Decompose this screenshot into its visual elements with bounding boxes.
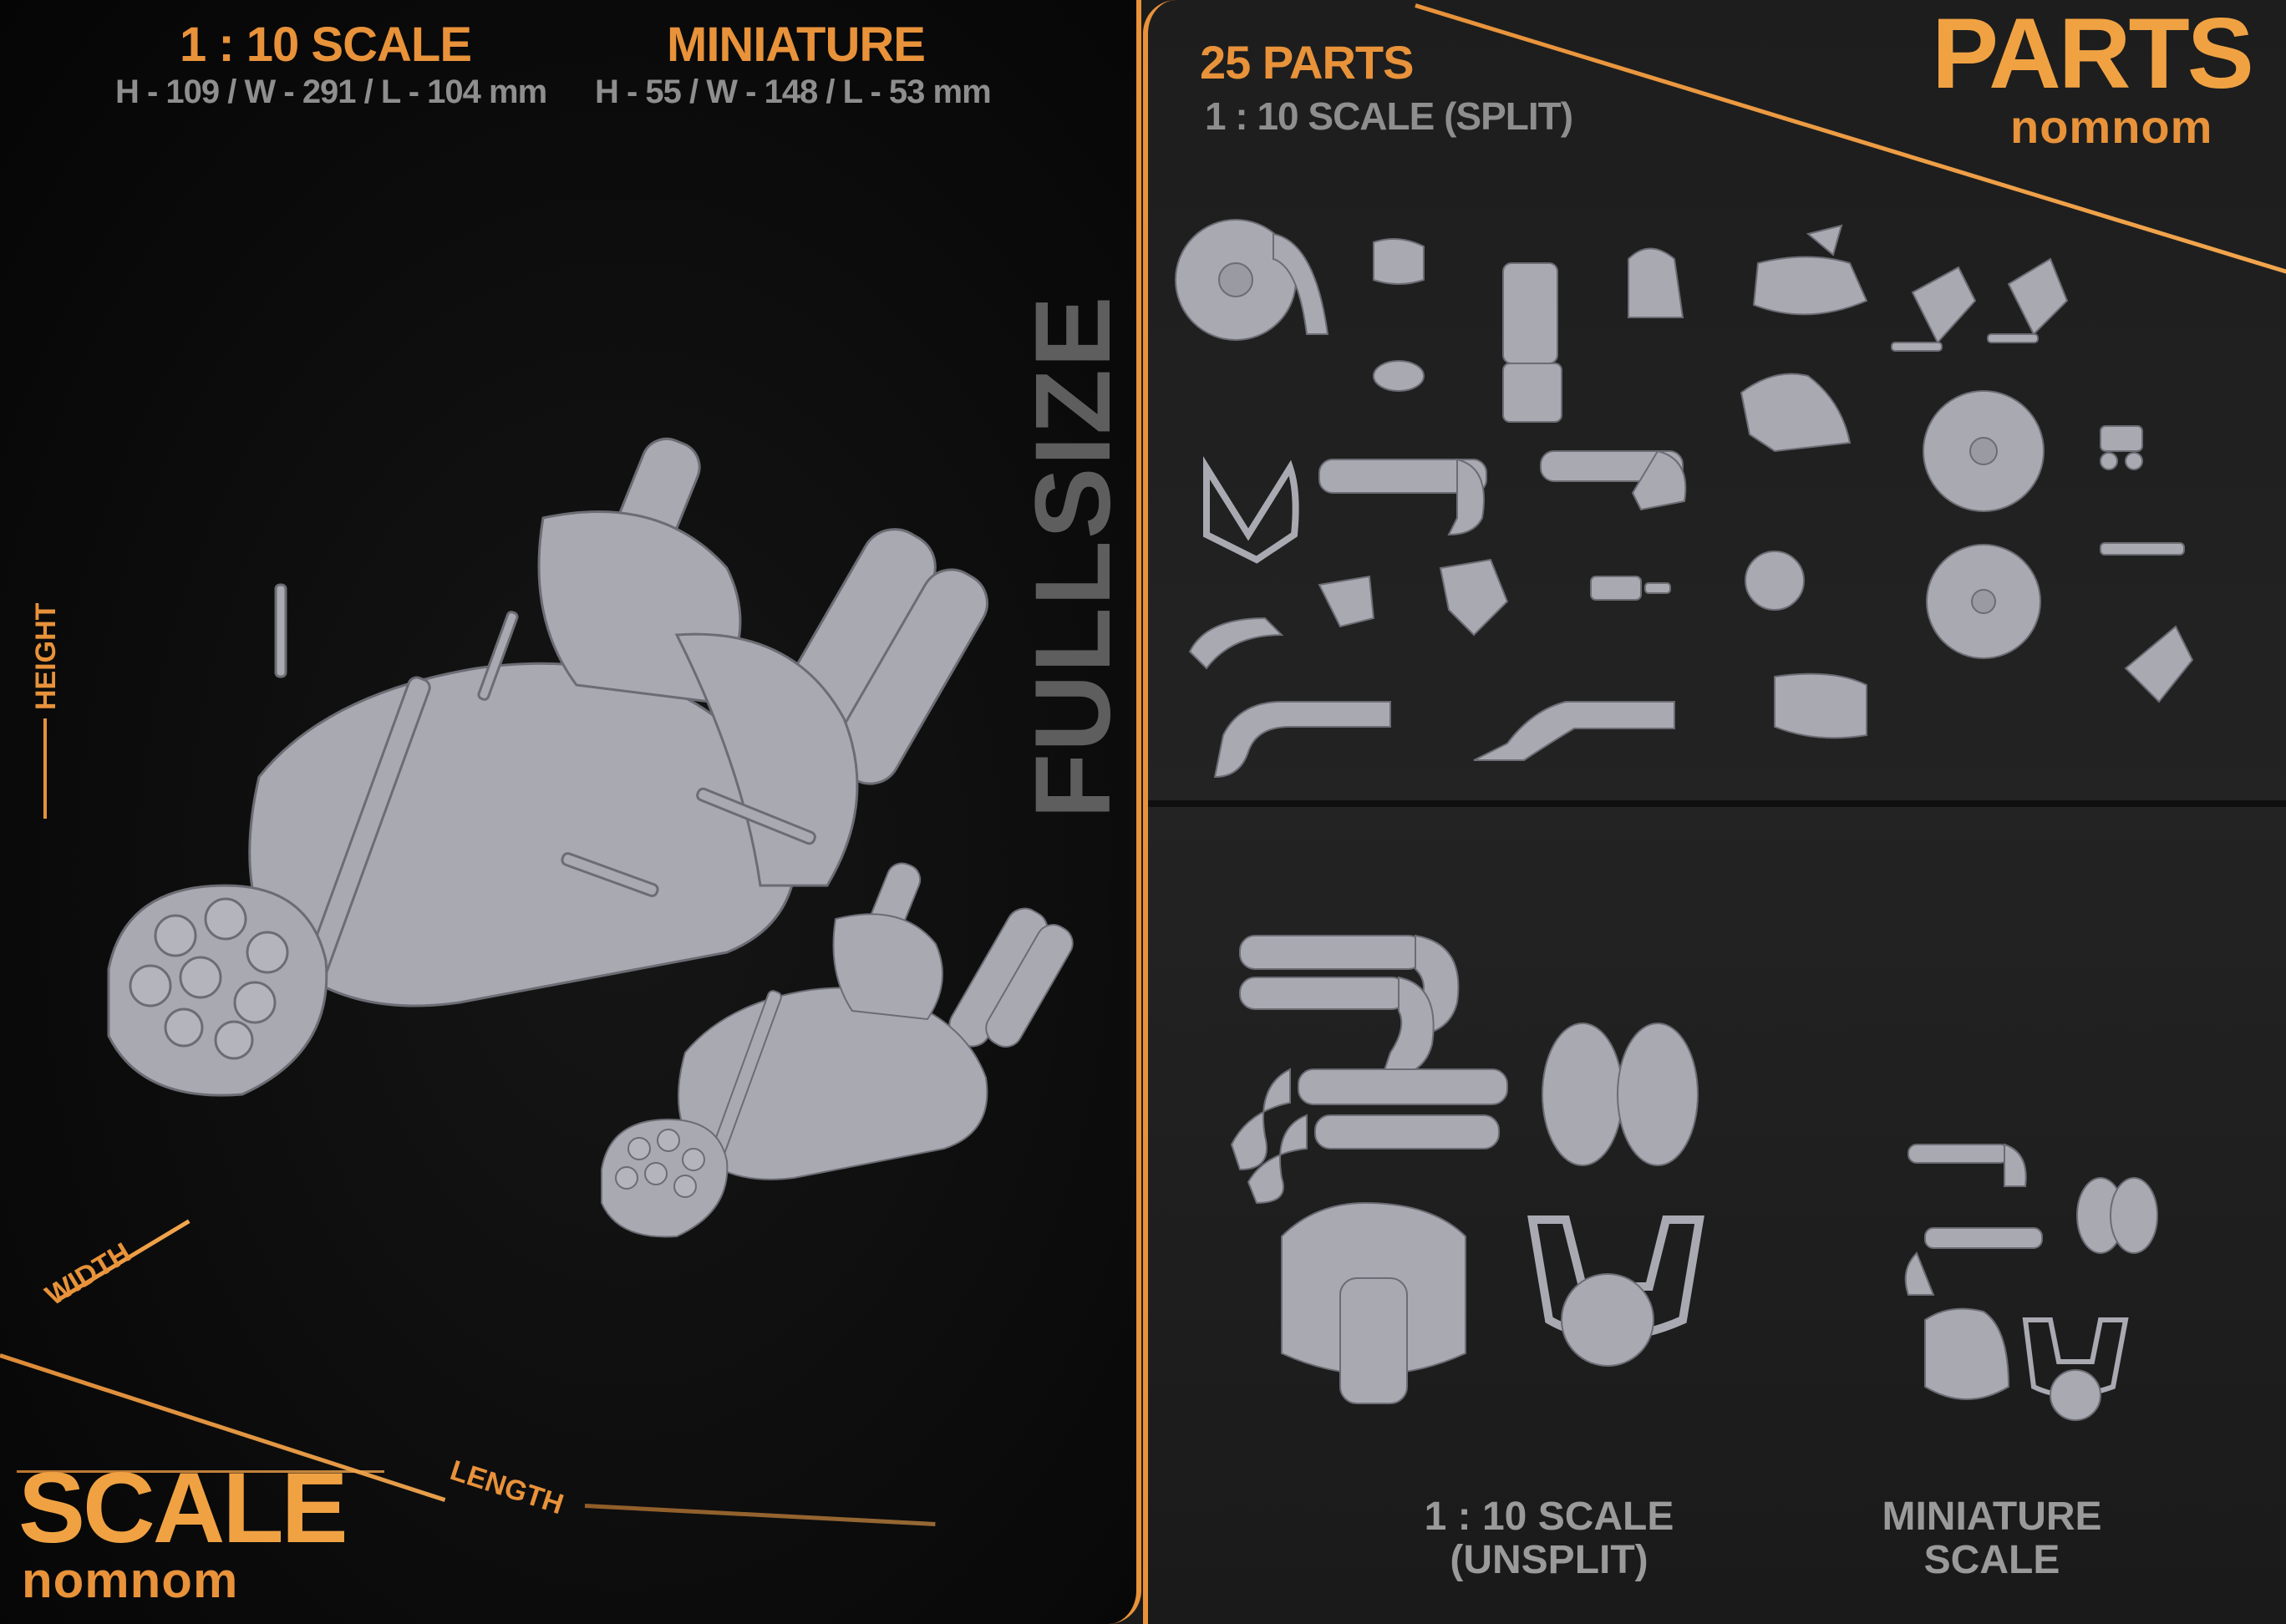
scale-brand-title: SCALE [18,1452,348,1564]
fullsize-vertical-label: FULLSIZE [1013,294,1133,820]
scale-panel: 1 : 10 SCALE H - 109 / W - 291 / L - 104… [0,0,1141,1624]
parts-scale-label: 1 : 10 SCALE (SPLIT) [1205,94,1573,138]
parts-brand-title: PARTS [1932,0,2254,109]
length-extension-line [584,1504,936,1526]
unsplit-caption-line1: 1 : 10 SCALE [1424,1495,1674,1539]
length-axis-label: LENGTH [446,1454,567,1521]
section-divider [1148,800,2286,807]
miniature-title: MINIATURE [667,18,926,72]
brand-underline [17,1470,384,1473]
miniature-parts-layout [1904,1143,2158,1421]
unsplit-caption: 1 : 10 SCALE (UNSPLIT) [1357,1495,1741,1582]
parts-brand-subtitle: nomnom [2010,100,2213,153]
width-axis-label: WIDTH [39,1236,137,1312]
parts-count: 25 PARTS [1200,36,1414,89]
fullscale-dimensions: H - 109 / W - 291 / L - 104 mm [115,74,547,110]
miniature-scale-caption: MINIATURE SCALE [1842,1495,2142,1582]
fullscale-title: 1 : 10 SCALE [180,18,472,72]
mini-caption-line2: SCALE [1923,1538,2060,1582]
height-axis-label: HEIGHT [30,602,62,710]
scale-brand-subtitle: nomnom [22,1552,239,1608]
split-parts-layout [1175,219,2194,779]
unsplit-parts-layout [1230,934,1704,1404]
height-axis-line [43,718,47,819]
fullscale-bike-render [107,437,988,1097]
mini-caption-line1: MINIATURE [1882,1495,2102,1539]
parts-panel: 25 PARTS 1 : 10 SCALE (SPLIT) PARTS nomn… [1143,0,2286,1624]
miniature-dimensions: H - 55 / W - 148 / L - 53 mm [595,74,992,110]
miniature-bike-render [601,862,1074,1238]
unsplit-caption-line2: (UNSPLIT) [1450,1538,1648,1582]
